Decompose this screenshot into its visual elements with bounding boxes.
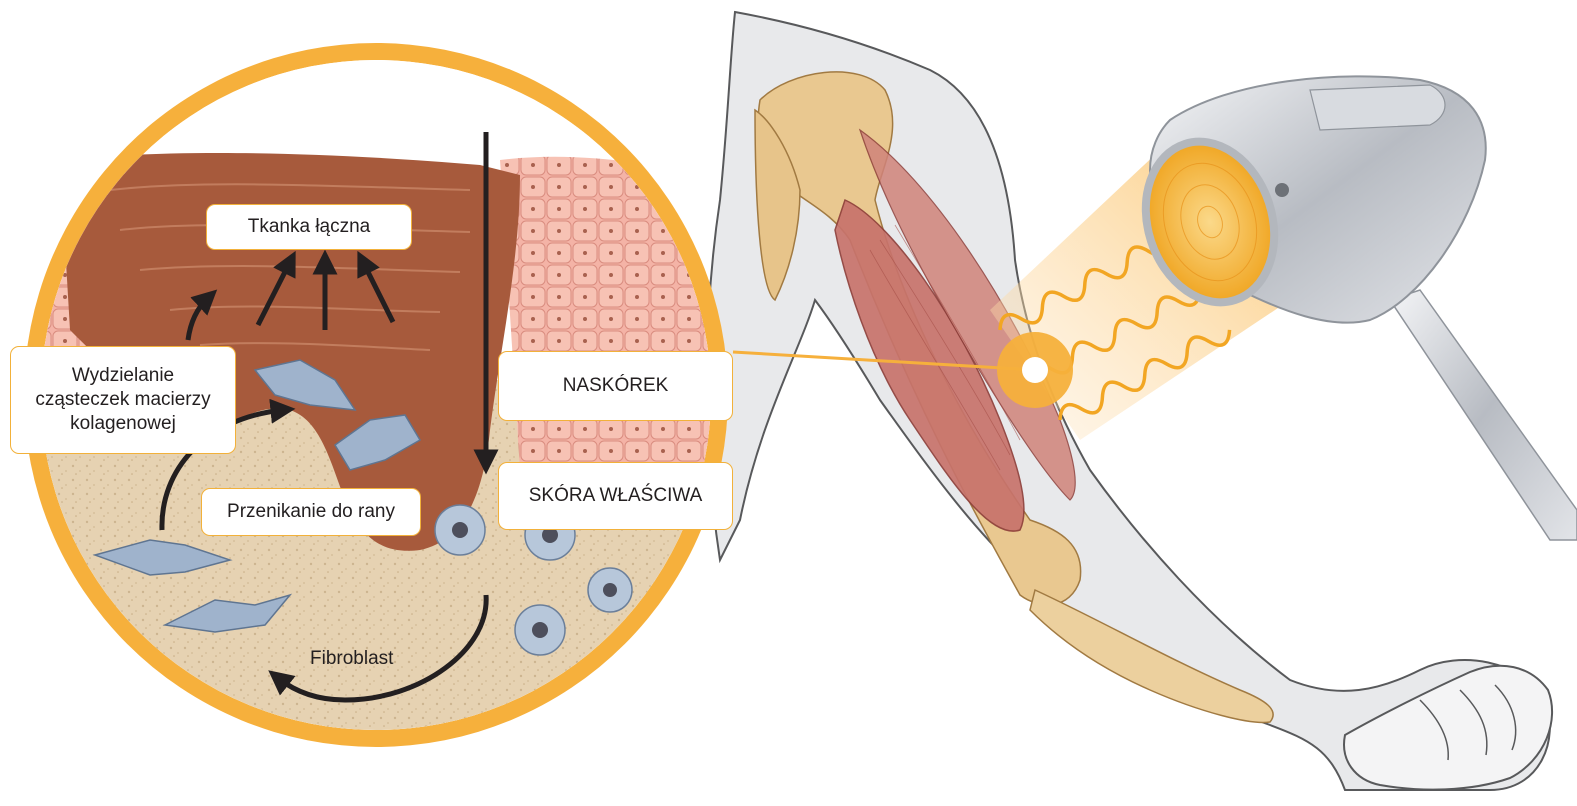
label-collagen-secretion: Wydzielanie cząsteczek macierzy kolageno…	[10, 346, 236, 454]
label-text: Tkanka łączna	[248, 215, 371, 239]
target-center	[1022, 357, 1048, 383]
label-epidermis: NASKÓREK	[498, 351, 733, 421]
label-text: Przenikanie do rany	[227, 500, 395, 524]
hand-outline	[1344, 666, 1552, 790]
label-text: SKÓRA WŁAŚCIWA	[529, 484, 703, 508]
label-text-line-1: Wydzielanie	[72, 364, 174, 388]
label-wound-penetration: Przenikanie do rany	[201, 488, 421, 536]
label-fibroblast: Fibroblast	[310, 648, 393, 670]
label-connective-tissue: Tkanka łączna	[206, 204, 412, 250]
label-text-line-2: cząsteczek macierzy	[35, 388, 210, 412]
label-text: NASKÓREK	[563, 374, 669, 398]
label-dermis: SKÓRA WŁAŚCIWA	[498, 462, 733, 530]
label-text-line-3: kolagenowej	[70, 412, 176, 436]
